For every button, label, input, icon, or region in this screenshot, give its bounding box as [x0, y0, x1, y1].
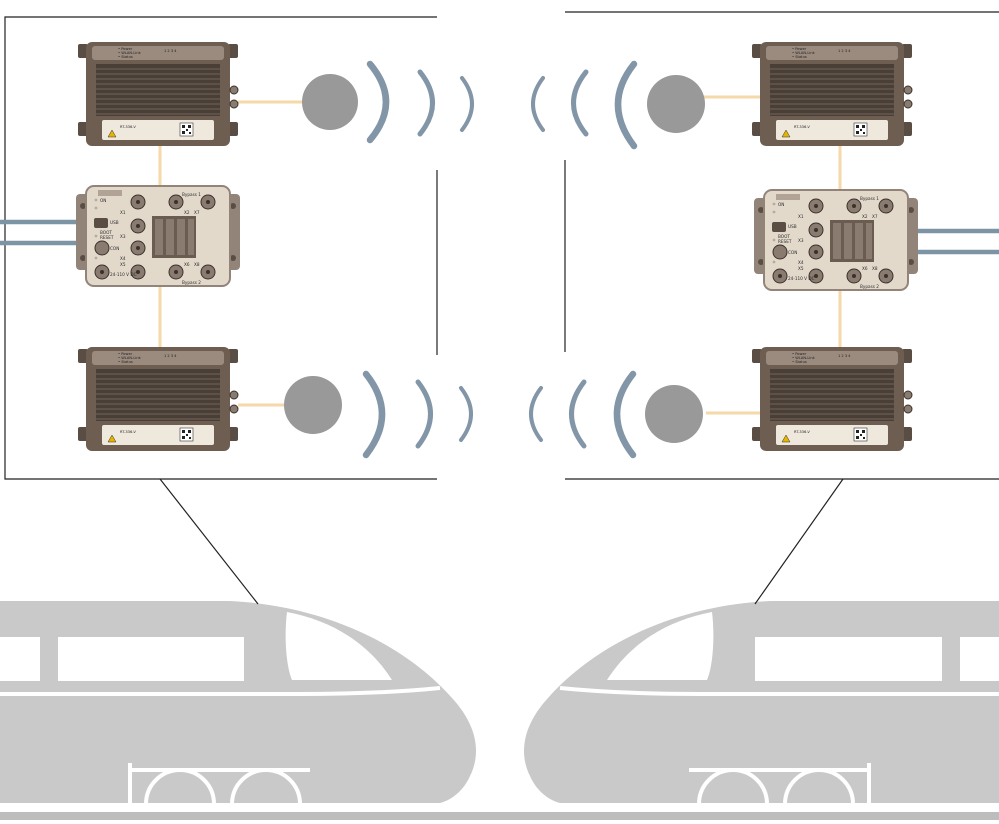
left-train-bogie [128, 763, 310, 805]
right-top-antenna-node-icon [647, 75, 705, 133]
port-label: X1 [798, 214, 804, 219]
radio-wave-icon [569, 379, 587, 449]
right-train-bus-cables [918, 228, 999, 255]
led-label: ON [100, 198, 106, 203]
power-label: 24-110 V DC [110, 272, 137, 277]
right-zoom-frame [564, 11, 999, 605]
status-line: • Status [118, 55, 133, 59]
led-label: RESET [100, 235, 114, 240]
left-top-antenna-node-icon [302, 74, 358, 130]
right-train [524, 601, 999, 805]
port-label: X7 [194, 210, 200, 215]
radio-wave-icon [460, 76, 474, 132]
bottom-radio-waves [362, 370, 637, 459]
port-label: X7 [872, 214, 878, 219]
left-train-stripe [0, 686, 441, 696]
led-label: CON [110, 246, 119, 251]
bypass-label: Bypass 1 [860, 196, 879, 201]
left-bottom-antenna-node-icon [284, 376, 342, 434]
port-label: X2 [184, 210, 190, 215]
radio-wave-icon [362, 370, 386, 459]
left-train [0, 601, 476, 805]
port-label: X4 [798, 260, 804, 265]
right-bottom-antenna-node-icon [645, 385, 703, 443]
led-header: 1 2 3 4 [164, 354, 177, 358]
left-train-body [0, 601, 476, 803]
right-top-radio-unit: 1 2 3 4 • Power • WLAN-Link • Status RT-… [751, 41, 913, 147]
device-model-label: RT-336-V [794, 125, 810, 129]
port-label: X3 [120, 234, 126, 239]
radio-wave-icon [366, 60, 390, 144]
radio-wave-icon [529, 386, 543, 442]
status-line: • Power [792, 352, 807, 356]
right-train-windshield [607, 612, 714, 680]
port-label: X8 [872, 266, 878, 271]
left-train-window-divider [40, 633, 58, 685]
bypass-label: Bypass 1 [182, 192, 201, 197]
status-line: • Power [792, 47, 807, 51]
right-train-stripe [559, 686, 999, 696]
rail-track [0, 812, 999, 820]
right-ethernet-switch: X1 X2 X3 X4 X5 X6 X7 X8 Bypass 1 Bypass … [753, 189, 919, 291]
right-train-window-divider [942, 633, 960, 685]
status-line: • Status [792, 55, 807, 59]
radio-wave-icon [531, 76, 545, 132]
device-model-label: RT-336-V [120, 125, 136, 129]
radio-wave-icon [571, 69, 589, 137]
left-train-windshield [285, 612, 392, 680]
radio-wave-icon [417, 69, 435, 137]
bypass-label: Bypass 2 [182, 280, 201, 285]
left-top-radio-unit: 1 2 3 4 • Power • WLAN-Link • Status RT-… [77, 41, 239, 147]
led-label: CON [788, 250, 797, 255]
led-header: 1 2 3 4 [164, 49, 177, 53]
led-label: BOOT [778, 234, 790, 239]
port-label: X1 [120, 210, 126, 215]
led-label: BOOT [100, 230, 112, 235]
radio-wave-icon [415, 379, 433, 449]
port-label: X4 [120, 256, 126, 261]
device-model-label: RT-336-V [120, 430, 136, 434]
led-label: USB [110, 220, 119, 225]
top-radio-waves [366, 60, 638, 150]
left-train-window-band [0, 637, 244, 681]
led-label: RESET [778, 239, 792, 244]
led-header: 1 2 3 4 [838, 354, 851, 358]
power-label: 24-110 V DC [788, 276, 815, 281]
radio-wave-icon [613, 370, 637, 459]
left-train-bus-cables [0, 219, 82, 246]
radio-wave-icon [459, 386, 473, 442]
status-line: • WLAN-Link [118, 356, 142, 360]
port-label: X5 [798, 266, 804, 271]
status-line: • WLAN-Link [792, 51, 816, 55]
radio-wave-icon [614, 60, 638, 150]
status-line: • WLAN-Link [118, 51, 142, 55]
port-label: X5 [120, 262, 126, 267]
bypass-label: Bypass 2 [860, 284, 879, 289]
right-train-body [524, 601, 999, 803]
led-label: ON [778, 202, 784, 207]
left-zoom-frame [4, 16, 438, 605]
port-label: X2 [862, 214, 868, 219]
led-header: 1 2 3 4 [838, 49, 851, 53]
ethernet-links [158, 95, 842, 415]
port-label: X6 [184, 262, 190, 267]
port-label: X6 [862, 266, 868, 271]
status-line: • Status [792, 360, 807, 364]
status-line: • Power [118, 47, 133, 51]
status-line: • Power [118, 352, 133, 356]
left-bottom-radio-unit: 1 2 3 4 • Power • WLAN-Link • Status RT-… [77, 346, 239, 452]
right-train-window-band [755, 637, 999, 681]
status-line: • WLAN-Link [792, 356, 816, 360]
port-label: X8 [194, 262, 200, 267]
status-line: • Status [118, 360, 133, 364]
port-label: X3 [798, 238, 804, 243]
led-label: USB [788, 224, 797, 229]
right-bottom-radio-unit: 1 2 3 4 • Power • WLAN-Link • Status RT-… [751, 346, 913, 452]
left-ethernet-switch: X1 X2 X3 X4 X5 X6 X7 X8 Bypass 1 Bypass … [75, 185, 241, 287]
device-model-label: RT-336-V [794, 430, 810, 434]
right-train-bogie [689, 763, 871, 805]
